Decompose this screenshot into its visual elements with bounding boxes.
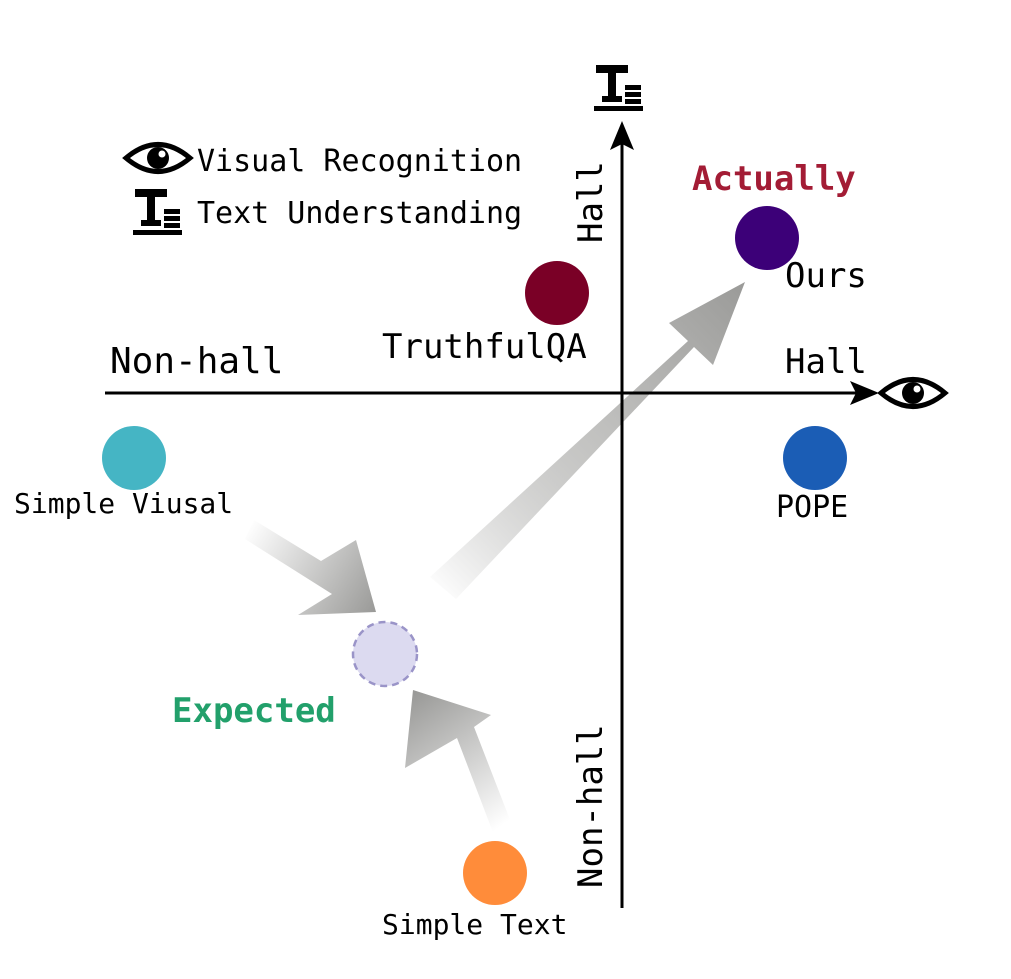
label-truthfulqa: TruthfulQA [382, 327, 587, 367]
arrow-expected-to-actual [430, 282, 745, 599]
label-simple-text: Simple Text [382, 908, 567, 941]
y-axis-top-label: Hall [571, 161, 611, 243]
label-expected: Expected [172, 691, 336, 731]
text-understanding-icon [133, 189, 182, 235]
arrow-simple-visual-to-expected [245, 520, 376, 615]
label-pope: POPE [776, 490, 848, 525]
text-understanding-icon [594, 65, 643, 111]
eye-icon [122, 142, 194, 174]
eye-icon [877, 377, 949, 409]
x-axis-right-label: Hall [785, 342, 867, 382]
point-simple-text [463, 841, 527, 905]
label-ours: Ours [785, 256, 867, 296]
point-pope [783, 426, 847, 490]
x-axis-left-label: Non-hall [110, 341, 283, 382]
y-axis-arrowhead [610, 121, 634, 150]
label-simple-visual: Simple Viusal [14, 487, 233, 520]
legend-visual-label: Visual Recognition [197, 144, 522, 179]
point-truthfulqa [525, 261, 589, 325]
point-simple-visual [102, 426, 166, 490]
legend-text-label: Text Understanding [197, 196, 522, 231]
point-ours [735, 206, 799, 270]
y-axis-bottom-label: Non-hall [571, 724, 611, 888]
point-expected [351, 620, 419, 688]
y-axis [610, 121, 634, 908]
label-actually: Actually [692, 159, 856, 199]
arrow-simple-text-to-expected [405, 690, 512, 835]
x-axis [105, 381, 879, 405]
x-axis-arrowhead [850, 381, 879, 405]
legend: Visual Recognition Text Understanding [122, 142, 522, 235]
